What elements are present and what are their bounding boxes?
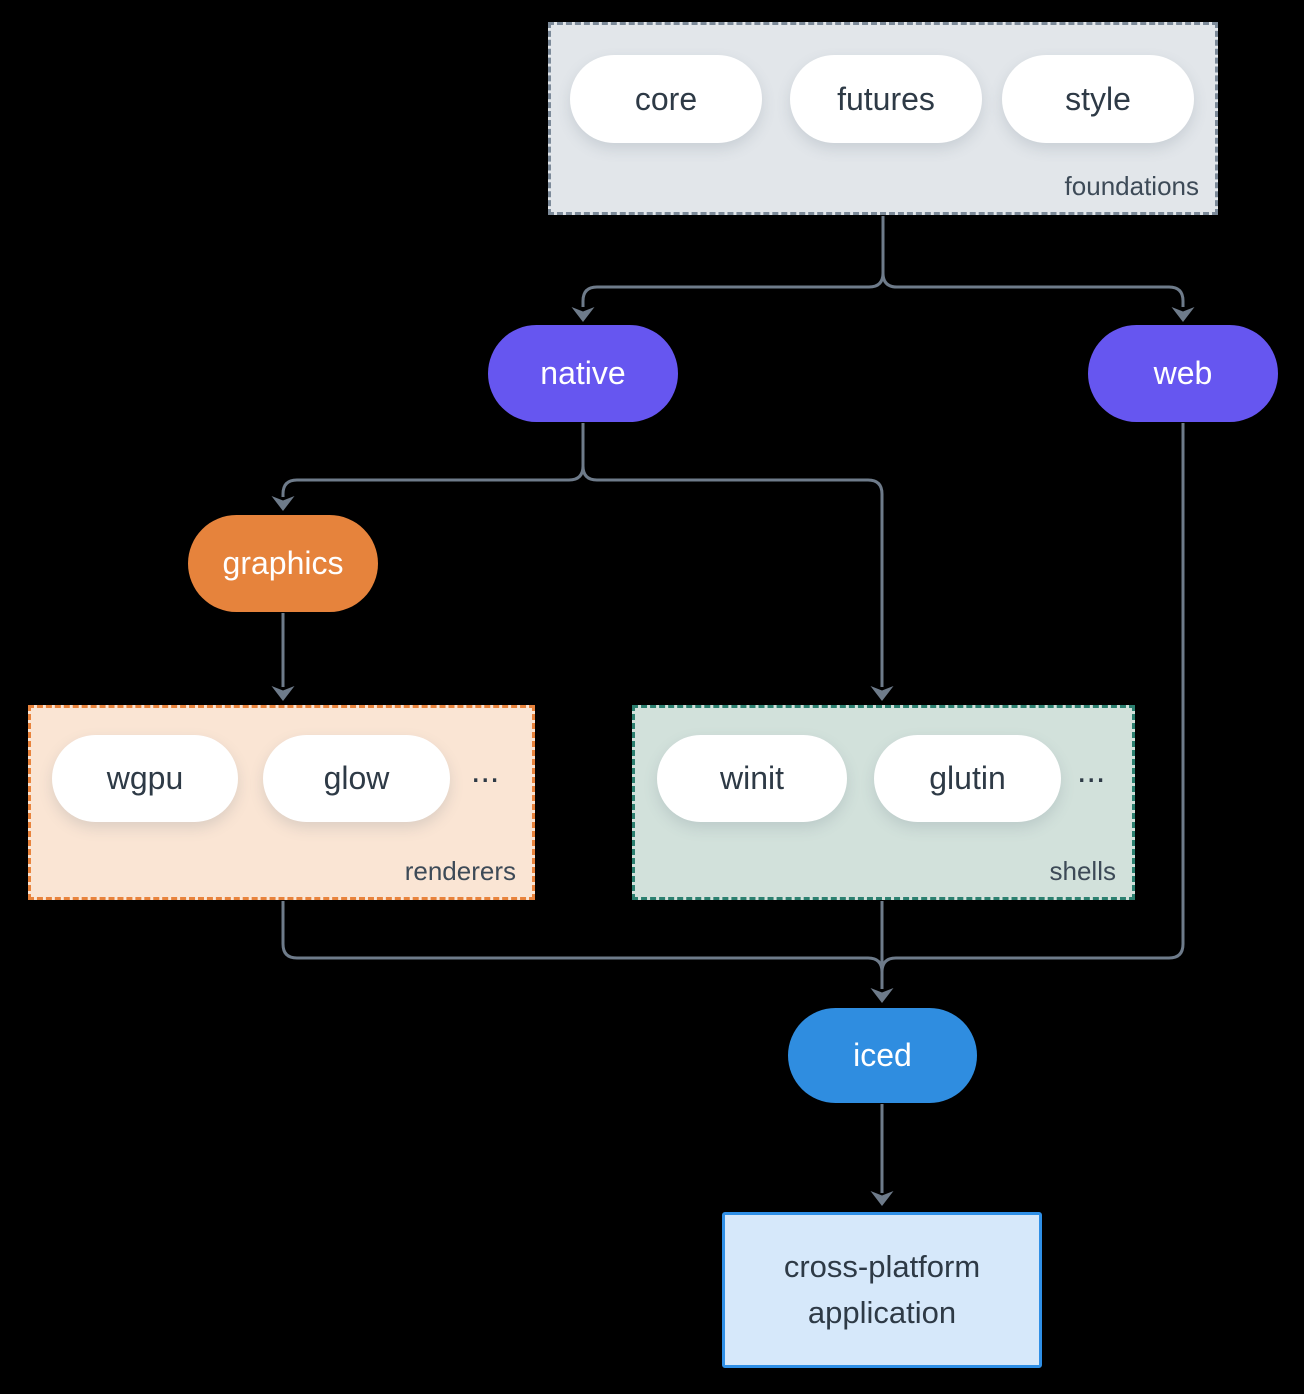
node-style-label: style [1065, 80, 1131, 117]
group-shells-label: shells [1049, 856, 1116, 886]
node-glutin: glutin [874, 735, 1061, 822]
node-glow: glow [263, 735, 450, 822]
edge-foundations-native [581, 216, 885, 307]
edge-native-graphics [281, 423, 585, 497]
node-application-line1: cross-platform [783, 1248, 981, 1284]
group-foundations-label: foundations [1064, 171, 1199, 201]
arrowhead-graphics [271, 496, 295, 511]
edge-renderers-iced [281, 901, 884, 978]
node-core: core [570, 55, 762, 143]
node-graphics: graphics [188, 515, 378, 612]
node-web: web [1088, 325, 1278, 422]
node-graphics-label: graphics [222, 545, 344, 581]
node-wgpu-label: wgpu [106, 760, 184, 796]
node-iced-label: iced [853, 1037, 912, 1073]
arrowhead-iced [870, 988, 894, 1003]
group-renderers-label: renderers [404, 856, 516, 886]
arrowhead-web [1171, 307, 1195, 322]
shells-ellipsis: ... [1077, 752, 1106, 790]
edge-native-shells [581, 423, 884, 687]
node-iced: iced [788, 1008, 977, 1103]
node-glow-label: glow [323, 760, 390, 796]
group-foundations: core futures style foundations [548, 22, 1218, 215]
node-futures: futures [790, 55, 982, 143]
renderers-ellipsis: ... [471, 752, 500, 790]
arrowhead-renderers [271, 686, 295, 701]
group-shells: winit glutin ... shells [632, 705, 1135, 900]
node-winit-label: winit [719, 760, 784, 796]
arrowhead-shells [870, 686, 894, 701]
node-core-label: core [634, 80, 698, 117]
node-futures-label: futures [837, 80, 935, 117]
edge-foundations-web [881, 216, 1185, 307]
node-web-label: web [1153, 355, 1213, 391]
arrowhead-application [870, 1191, 894, 1206]
arrowhead-native [571, 307, 595, 322]
node-winit: winit [657, 735, 847, 822]
group-renderers: wgpu glow ... renderers [28, 705, 535, 900]
node-native: native [488, 325, 678, 422]
node-glutin-label: glutin [929, 760, 1006, 796]
node-application-line2: application [807, 1295, 957, 1330]
node-application: cross-platform application [722, 1212, 1042, 1368]
node-wgpu: wgpu [52, 735, 238, 822]
node-native-label: native [540, 355, 626, 391]
node-style: style [1002, 55, 1194, 143]
